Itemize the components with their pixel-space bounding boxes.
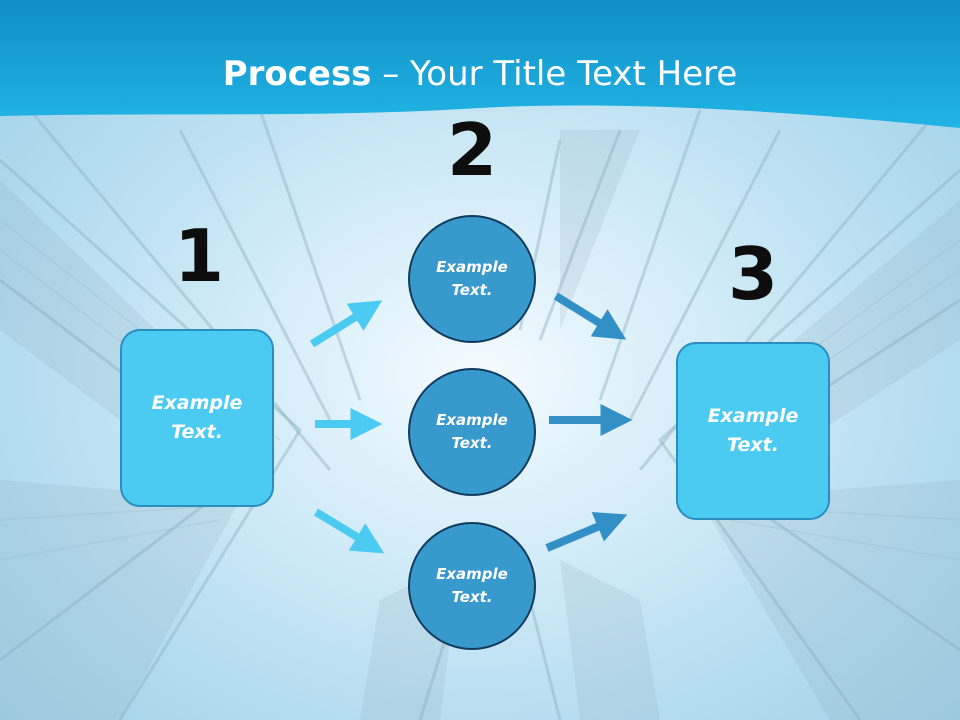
header-band: [0, 0, 960, 128]
step-3-text: Example Text.: [707, 405, 799, 456]
step-number-2: 2: [446, 108, 498, 192]
title-bold: Process: [222, 54, 372, 94]
step-2-circle-bottom-text: Example Text.: [436, 565, 508, 606]
step-2-circle-bottom: Example Text.: [408, 522, 536, 650]
arrow-2-bottom-to-3: [545, 512, 628, 552]
step-number-1: 1: [173, 214, 225, 298]
page-title: Process – Your Title Text Here: [0, 52, 960, 96]
title-rest: – Your Title Text Here: [371, 54, 738, 94]
step-2-circle-top: Example Text.: [408, 215, 536, 343]
step-1-text: Example Text.: [151, 392, 243, 443]
step-3-box: Example Text.: [676, 342, 830, 520]
arrow-1-to-2-top: [309, 300, 383, 348]
step-number-3: 3: [727, 232, 779, 316]
arrow-1-to-2-bottom: [313, 508, 385, 554]
step-2-circle-middle-text: Example Text.: [436, 411, 508, 452]
step-1-box: Example Text.: [120, 329, 274, 507]
step-2-circle-top-text: Example Text.: [436, 258, 508, 299]
arrow-2-top-to-3: [553, 292, 627, 340]
step-2-circle-middle: Example Text.: [408, 368, 536, 496]
